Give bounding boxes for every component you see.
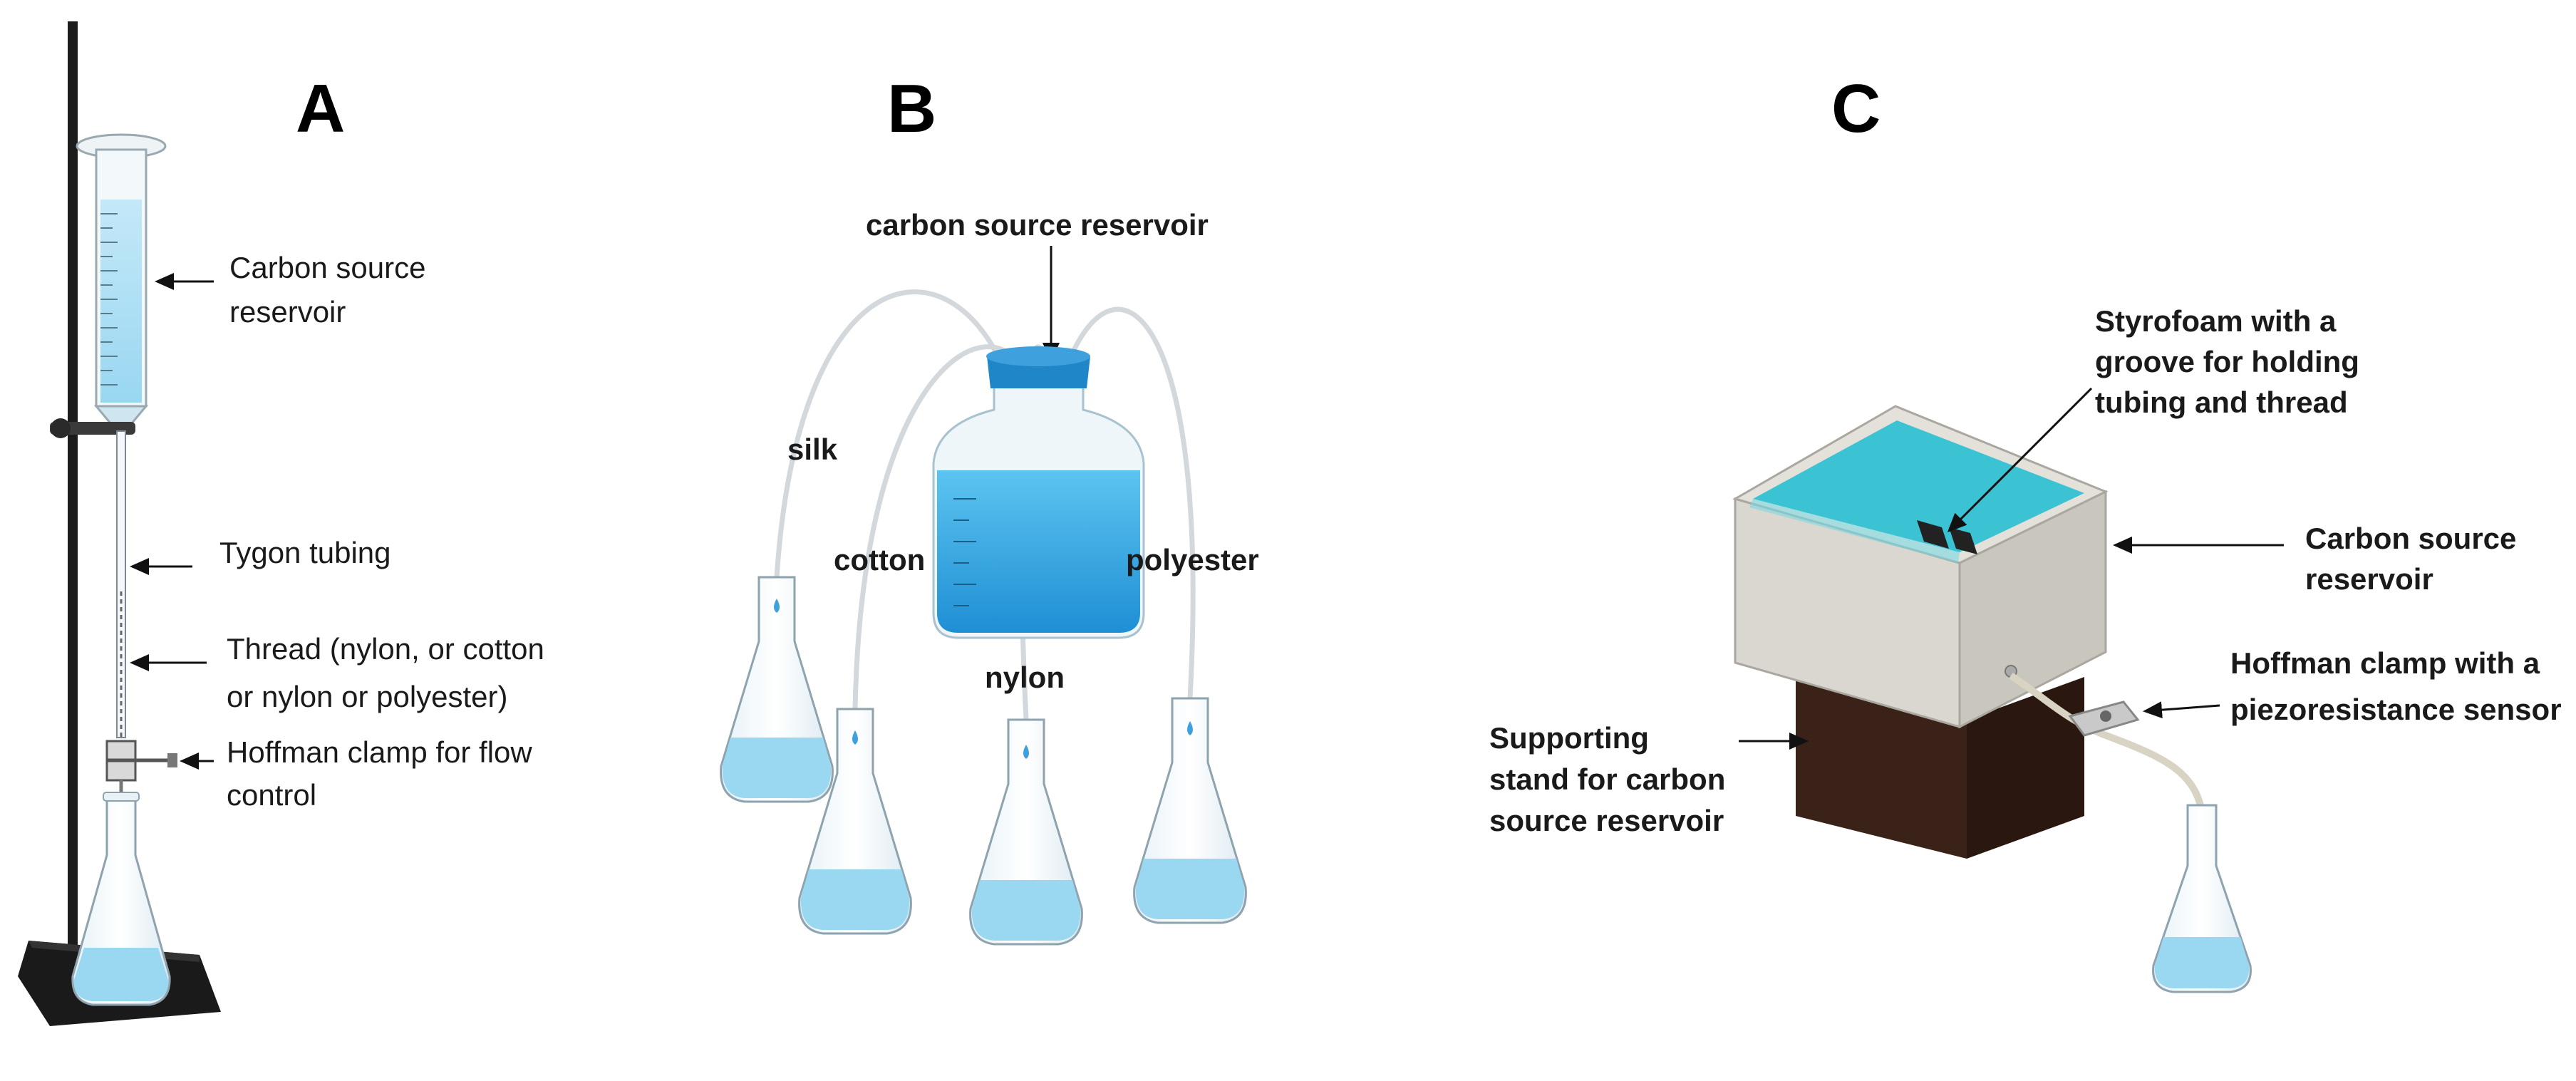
flask-c — [2152, 804, 2252, 993]
label-b-polyester: polyester — [1126, 543, 1259, 576]
label-b-nylon: nylon — [985, 661, 1065, 694]
label-a-reservoir-1: Carbon source — [229, 251, 425, 284]
label-c-styrofoam-1: Styrofoam with a — [2095, 304, 2337, 338]
panel-b-letter: B — [887, 71, 936, 147]
arrow-clamp-c — [2143, 701, 2220, 719]
thread-polyester — [1062, 306, 1196, 699]
panel-c: C Styrofo — [1489, 71, 2562, 993]
outlet-tubing — [2009, 672, 2205, 813]
supporting-stand — [1796, 677, 2084, 859]
label-b-reservoir: carbon source reservoir — [866, 208, 1209, 242]
flask-polyester — [1133, 697, 1247, 924]
label-c-stand-1: Supporting — [1489, 721, 1649, 755]
flask-nylon — [969, 718, 1083, 946]
label-c-stand-3: source reservoir — [1489, 804, 1724, 837]
label-c-clamp-2: piezoresistance sensor — [2230, 693, 2562, 726]
reservoir-bottle — [932, 346, 1145, 639]
burette — [50, 133, 167, 438]
label-a-clamp-1: Hoffman clamp for flow — [227, 735, 532, 769]
label-b-silk: silk — [787, 433, 838, 466]
hoffman-clamp — [105, 740, 177, 819]
label-c-styrofoam-3: tubing and thread — [2095, 386, 2348, 419]
label-a-reservoir-2: reservoir — [229, 295, 346, 329]
label-a-thread-2: or nylon or polyester) — [227, 680, 508, 713]
label-a-thread-1: Thread (nylon, or cotton — [227, 632, 544, 666]
panel-b: B carbon source reservoir — [720, 71, 1259, 946]
arrow-styrofoam — [1947, 387, 2093, 533]
label-a-tubing: Tygon tubing — [219, 536, 391, 569]
tygon-tubing — [116, 430, 126, 741]
panel-a: A — [18, 21, 544, 1026]
label-c-stand-2: stand for carbon — [1489, 762, 1725, 796]
thread-silk — [774, 289, 1008, 578]
label-a-clamp-2: control — [227, 778, 316, 812]
label-c-styrofoam-2: groove for holding — [2095, 345, 2359, 378]
flask-silk — [720, 576, 834, 803]
label-c-reservoir-1: Carbon source — [2305, 522, 2516, 555]
panel-a-letter: A — [296, 71, 345, 147]
label-c-clamp-1: Hoffman clamp with a — [2230, 646, 2540, 680]
label-c-reservoir-2: reservoir — [2305, 562, 2433, 596]
panel-c-letter: C — [1831, 71, 1881, 147]
flask-a — [71, 792, 171, 1006]
flask-cotton — [798, 708, 912, 935]
piezo-clamp — [2068, 700, 2140, 737]
reservoir-box — [1732, 405, 2109, 729]
label-b-cotton: cotton — [834, 543, 925, 576]
